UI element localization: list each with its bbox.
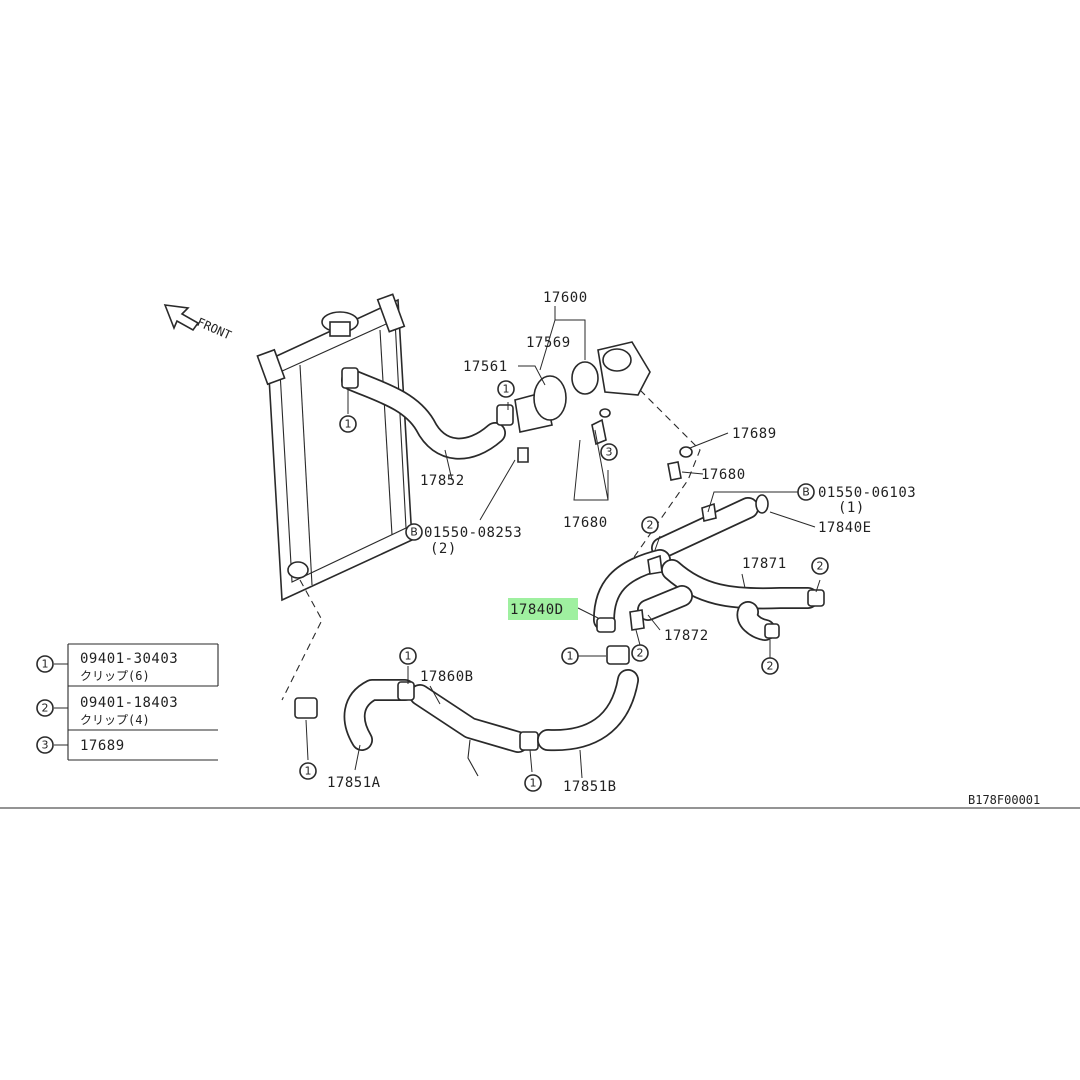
label-17689: 17689: [732, 426, 777, 442]
callout-1-radiator: 1: [339, 415, 357, 433]
water-pipe-assembly: [593, 494, 825, 641]
front-arrow-icon: [163, 304, 200, 332]
legend-part-3: 17689: [80, 738, 125, 754]
callout-1-17860b: 1: [399, 647, 417, 665]
label-17840D: 17840D: [510, 602, 564, 618]
callout-3: 3: [600, 443, 618, 461]
label-bolt-06103-qty: (1): [838, 500, 865, 516]
legend-part-2: 09401-18403: [80, 695, 178, 711]
legend-desc-2: クリップ(4): [80, 713, 150, 727]
callout-1-thermo: 1: [497, 380, 515, 398]
label-17561: 17561: [463, 359, 508, 375]
part-labels: 17600 17569 17561 17689 17680 17852 1768…: [327, 290, 916, 795]
callout-1-lower-right: 1: [561, 647, 579, 665]
label-bolt-08253-qty: (2): [430, 541, 457, 557]
svg-text:1: 1: [405, 650, 412, 663]
callout-b-right: B: [797, 483, 815, 501]
label-17680-right: 17680: [701, 467, 746, 483]
front-label: FRONT: [195, 315, 234, 342]
callout-2-lower: 2: [761, 657, 779, 675]
svg-text:B: B: [802, 486, 810, 499]
lower-hose-assembly: [294, 645, 639, 777]
svg-text:B: B: [410, 526, 418, 539]
figure-code: B178F00001: [968, 793, 1040, 807]
label-bolt-01550-06103: 01550-06103: [818, 485, 916, 501]
legend-desc-1: クリップ(6): [80, 669, 150, 683]
label-17871: 17871: [742, 556, 787, 572]
callout-1-lower-left: 1: [299, 762, 317, 780]
label-17851B: 17851B: [563, 779, 617, 795]
legend-table: 1 09401-30403 クリップ(6) 2 09401-18403 クリップ…: [36, 643, 219, 761]
callout-2-mid: 2: [631, 644, 649, 662]
legend-part-1: 09401-30403: [80, 651, 178, 667]
label-17872: 17872: [664, 628, 709, 644]
label-17569: 17569: [526, 335, 571, 351]
svg-text:2: 2: [767, 660, 774, 673]
thermostat-assembly: [514, 341, 693, 481]
callout-2-right: 2: [811, 557, 829, 575]
svg-text:3: 3: [606, 446, 613, 459]
label-17600: 17600: [543, 290, 588, 306]
legend-row-2: 2 09401-18403 クリップ(4): [36, 695, 178, 727]
flow-line-upper: [631, 389, 701, 561]
svg-text:2: 2: [647, 519, 654, 532]
legend-ref-2: 2: [42, 702, 49, 715]
svg-text:1: 1: [345, 418, 352, 431]
callout-b-left: B: [405, 523, 423, 541]
label-17852: 17852: [420, 473, 465, 489]
label-17860B: 17860B: [420, 669, 474, 685]
legend-row-1: 1 09401-30403 クリップ(6): [36, 651, 178, 683]
label-17851A: 17851A: [327, 775, 381, 791]
callouts: 1 1 3 B B 2 2 2 2 1 1 1 1: [299, 380, 829, 792]
label-17680-bottom: 17680: [563, 515, 608, 531]
svg-text:2: 2: [637, 647, 644, 660]
legend-row-3: 3 17689: [36, 736, 125, 754]
leader-lines: [305, 306, 821, 779]
svg-text:1: 1: [530, 777, 537, 790]
callout-1-bottom: 1: [524, 774, 542, 792]
svg-text:1: 1: [305, 765, 312, 778]
svg-text:2: 2: [817, 560, 824, 573]
legend-ref-1: 1: [42, 658, 49, 671]
radiator: [256, 293, 413, 602]
svg-text:1: 1: [567, 650, 574, 663]
upper-hose: [341, 367, 514, 460]
label-bolt-01550-08253: 01550-08253: [424, 525, 522, 541]
callout-2-pipe: 2: [641, 516, 659, 534]
svg-text:1: 1: [503, 383, 510, 396]
flow-line-left: [281, 579, 323, 701]
label-17840E: 17840E: [818, 520, 872, 536]
highlight-17840D: [508, 598, 578, 620]
legend-ref-3: 3: [42, 739, 49, 752]
